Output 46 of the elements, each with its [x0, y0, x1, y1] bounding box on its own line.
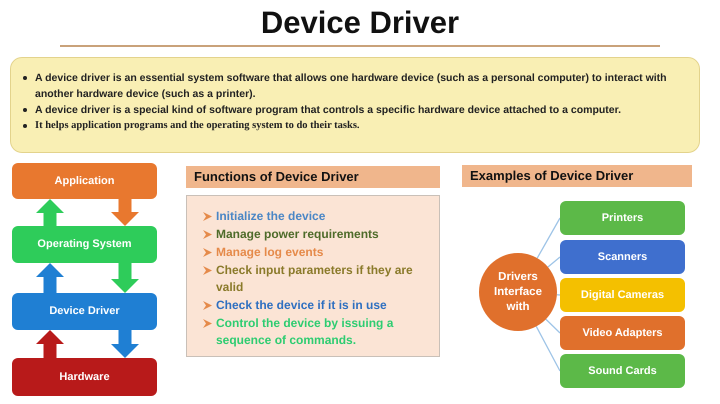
function-text: Check the device if it is in use: [216, 297, 387, 314]
title: Device Driver: [260, 4, 460, 42]
block-arrow: [36, 330, 64, 358]
block-arrow: [36, 199, 64, 226]
connector-line: [536, 326, 561, 372]
section-header: [462, 165, 692, 187]
node-label: Operating System: [37, 237, 132, 252]
section-header: [186, 166, 440, 188]
function-text: Manage log events: [216, 244, 324, 261]
node-label: Digital Cameras: [580, 288, 664, 303]
node-label: Scanners: [598, 250, 648, 265]
device-box: [560, 316, 685, 350]
connector-line: [545, 318, 560, 334]
device-box: [560, 201, 685, 235]
connector-line: [536, 218, 561, 258]
block-arrow: [111, 330, 139, 358]
functions-panel: [186, 195, 440, 357]
connector-line: [548, 256, 560, 268]
device-box: [560, 240, 685, 274]
bullet-text: A device driver is a special kind of software program that controls a specific hardware device attached to a computer.: [35, 103, 622, 118]
header-text: Examples of Device Driver: [469, 167, 634, 185]
block-arrow: [36, 263, 64, 293]
device-box: [560, 278, 685, 312]
bullet-text: A device driver is an essential system software that allows one hardware device (such as a personal computer) to interact with another hardware device (such as a printer).: [35, 71, 668, 102]
connector-line: [556, 294, 560, 296]
node-label: Application: [54, 174, 114, 189]
layer-box: [12, 293, 157, 330]
function-text: Check input parameters if they are valid: [216, 262, 414, 296]
device-box: [560, 354, 685, 388]
node-label: Printers: [602, 210, 644, 226]
header-text: Functions of Device Driver: [193, 168, 360, 186]
block-arrow: [111, 199, 139, 226]
layer-box: [12, 163, 157, 199]
info-panel: [10, 57, 700, 153]
layer-box: [12, 226, 157, 263]
block-arrow: [111, 263, 139, 293]
node-label: Sound Cards: [588, 364, 657, 379]
node-label: Device Driver: [49, 304, 120, 320]
function-text: Control the device by issuing a sequence of commands.: [216, 315, 394, 349]
function-text: Initialize the device: [216, 208, 326, 225]
layer-box: [12, 358, 157, 396]
node-label: Drivers Interface with: [493, 270, 543, 314]
function-text: Manage power requirements: [216, 226, 379, 243]
node-label: Hardware: [59, 370, 110, 385]
node-label: Video Adapters: [582, 326, 663, 341]
bullet-text: It helps application programs and the operating system to do their tasks.: [35, 119, 360, 133]
